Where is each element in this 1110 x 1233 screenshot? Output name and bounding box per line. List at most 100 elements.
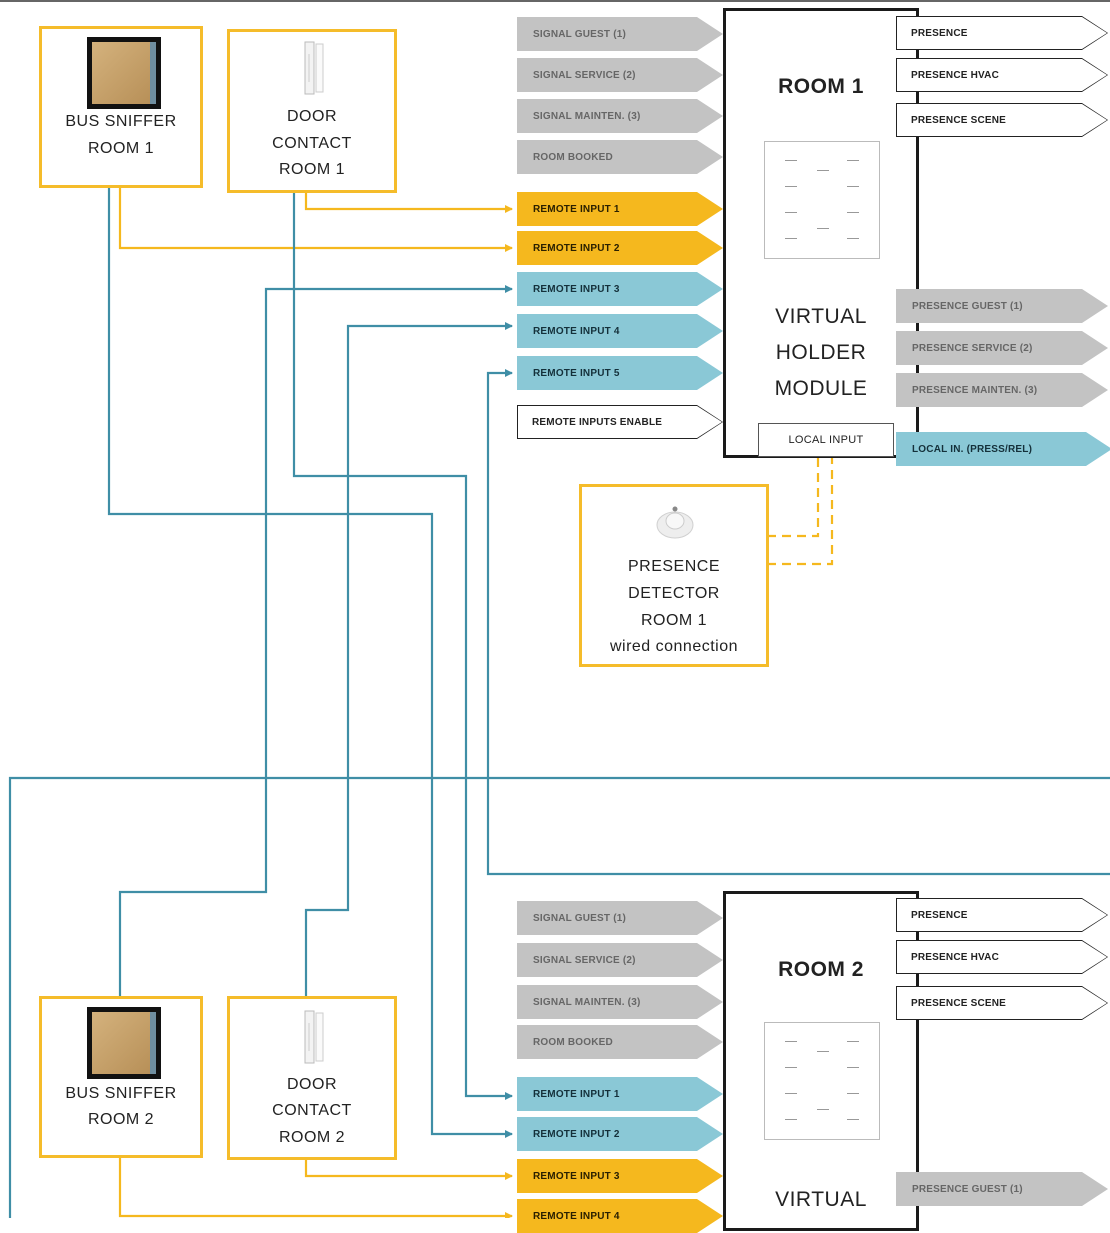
- door-contact-room1-label-2: CONTACT: [272, 135, 352, 152]
- room1-input-room-booked-arrow[interactable]: ROOM BOOKED: [517, 140, 723, 174]
- door-contact-room2-label-1: DOOR: [287, 1076, 337, 1093]
- room1-input-remote-input-2-arrow[interactable]: REMOTE INPUT 2: [517, 231, 723, 265]
- room2-output-presence-label: PRESENCE: [911, 909, 968, 921]
- bus-sniffer-room1-box[interactable]: BUS SNIFFER ROOM 1: [39, 26, 203, 188]
- room2-input-remote-input-1-label: REMOTE INPUT 1: [533, 1088, 620, 1100]
- room2-module-label-1: VIRTUAL: [775, 1188, 867, 1211]
- room2-input-signal-guest-1-arrow[interactable]: SIGNAL GUEST (1): [517, 901, 723, 935]
- wire-bus-sniffer-room1-to-remote-input-2: [118, 186, 513, 252]
- presence-detector-label-4: wired connection: [609, 638, 739, 655]
- room1-output-presence-label: PRESENCE: [911, 27, 968, 39]
- room2-output-presence-hvac-arrow[interactable]: PRESENCE HVAC: [896, 940, 1108, 974]
- room1-output-presence-mainten-3-label: PRESENCE MAINTEN. (3): [912, 384, 1038, 396]
- room1-input-remote-input-5-arrow[interactable]: REMOTE INPUT 5: [517, 356, 723, 390]
- door-contact-room1-label-3: ROOM 1: [278, 161, 346, 178]
- room2-output-presence-scene-arrow[interactable]: PRESENCE SCENE: [896, 986, 1108, 1020]
- room1-input-remote-input-4-arrow[interactable]: REMOTE INPUT 4: [517, 314, 723, 348]
- room1-input-signal-guest-1-label: SIGNAL GUEST (1): [533, 28, 627, 40]
- virtual-holder-module-room2[interactable]: ROOM 2 VIRTUAL: [723, 891, 919, 1231]
- room1-module-label-2: HOLDER: [775, 341, 867, 364]
- presence-detector-label-1: PRESENCE: [627, 558, 721, 575]
- room2-output-presence-guest-1-label: PRESENCE GUEST (1): [912, 1183, 1023, 1195]
- room1-input-signal-mainten-3-label: SIGNAL MAINTEN. (3): [533, 110, 641, 122]
- room1-input-remote-input-4-label: REMOTE INPUT 4: [533, 325, 620, 337]
- room1-keypad-panel: [764, 141, 880, 259]
- room1-input-remote-input-2-label: REMOTE INPUT 2: [533, 242, 620, 254]
- door-contact-room1-box[interactable]: DOOR CONTACT ROOM 1: [227, 29, 397, 193]
- bus-sniffer-device-icon: [87, 37, 161, 109]
- room1-input-remote-input-5-label: REMOTE INPUT 5: [533, 367, 620, 379]
- door-contact-sensor-icon: [303, 1009, 325, 1065]
- room1-output-presence-hvac-label: PRESENCE HVAC: [911, 69, 999, 81]
- wire-bus-sniffer-room2-to-remote-input-4: [118, 1158, 513, 1218]
- room2-input-signal-mainten-3-label: SIGNAL MAINTEN. (3): [533, 996, 641, 1008]
- room2-input-signal-service-2-label: SIGNAL SERVICE (2): [533, 954, 636, 966]
- wire-bus-sniffer-room2-to-room1-remote-input-3: [118, 285, 513, 996]
- room1-input-remote-input-3-label: REMOTE INPUT 3: [533, 283, 620, 295]
- room1-input-remote-inputs-enable-arrow[interactable]: REMOTE INPUTS ENABLE: [517, 405, 723, 439]
- room1-input-remote-input-1-label: REMOTE INPUT 1: [533, 203, 620, 215]
- bus-sniffer-device-icon: [87, 1007, 161, 1079]
- presence-detector-label-2: DETECTOR: [628, 585, 720, 602]
- presence-detector-room1-box[interactable]: PRESENCE DETECTOR ROOM 1 wired connectio…: [579, 484, 769, 667]
- room2-input-remote-input-3-label: REMOTE INPUT 3: [533, 1170, 620, 1182]
- bus-sniffer-room2-label-2: ROOM 2: [87, 1111, 155, 1128]
- room1-output-presence-guest-1-label: PRESENCE GUEST (1): [912, 300, 1023, 312]
- room1-local-input[interactable]: LOCAL INPUT: [758, 423, 894, 457]
- wire-room1-local-out-loop: [8, 776, 1110, 1218]
- virtual-holder-module-room1[interactable]: ROOM 1 VIRTUAL HOLDER MODULE LOCAL INPUT: [723, 8, 919, 458]
- room2-output-presence-scene-label: PRESENCE SCENE: [911, 997, 1007, 1009]
- room1-input-signal-service-2-arrow[interactable]: SIGNAL SERVICE (2): [517, 58, 723, 92]
- room1-output-presence-hvac-arrow[interactable]: PRESENCE HVAC: [896, 58, 1108, 92]
- room1-output-presence-guest-1-arrow[interactable]: PRESENCE GUEST (1): [896, 289, 1108, 323]
- wire-loop-to-room1-remote-input-5: [486, 369, 1110, 876]
- door-contact-room2-box[interactable]: DOOR CONTACT ROOM 2: [227, 996, 397, 1160]
- room1-output-presence-service-2-arrow[interactable]: PRESENCE SERVICE (2): [896, 331, 1108, 365]
- room2-input-remote-input-3-arrow[interactable]: REMOTE INPUT 3: [517, 1159, 723, 1193]
- room2-input-remote-input-2-label: REMOTE INPUT 2: [533, 1128, 620, 1140]
- wire-presence-detector-dashed-2: [767, 457, 834, 566]
- room2-title: ROOM 2: [778, 958, 864, 981]
- wire-door-contact-room2-to-room1-remote-input-4: [304, 322, 513, 996]
- room1-output-presence-scene-arrow[interactable]: PRESENCE SCENE: [896, 103, 1108, 137]
- room2-input-signal-mainten-3-arrow[interactable]: SIGNAL MAINTEN. (3): [517, 985, 723, 1019]
- room2-output-presence-hvac-label: PRESENCE HVAC: [911, 951, 999, 963]
- room1-output-local-in-press-rel-label: LOCAL IN. (PRESS/REL): [912, 443, 1033, 455]
- room1-input-remote-input-1-arrow[interactable]: REMOTE INPUT 1: [517, 192, 723, 226]
- door-contact-room2-label-3: ROOM 2: [278, 1129, 346, 1146]
- room2-output-presence-guest-1-arrow[interactable]: PRESENCE GUEST (1): [896, 1172, 1108, 1206]
- room2-input-remote-input-2-arrow[interactable]: REMOTE INPUT 2: [517, 1117, 723, 1151]
- room1-output-presence-arrow[interactable]: PRESENCE: [896, 16, 1108, 50]
- bus-sniffer-room2-label-1: BUS SNIFFER: [65, 1085, 177, 1102]
- room2-output-presence-arrow[interactable]: PRESENCE: [896, 898, 1108, 932]
- wire-presence-detector-dashed-1: [767, 457, 820, 538]
- room1-module-label-1: VIRTUAL: [775, 305, 867, 328]
- presence-detector-sensor-icon: [654, 501, 696, 541]
- room2-input-signal-service-2-arrow[interactable]: SIGNAL SERVICE (2): [517, 943, 723, 977]
- wire-door-contact-room1-to-remote-input-1: [304, 190, 513, 213]
- wire-door-contact-room1-to-room2-remote-input-1: [292, 192, 513, 1100]
- room1-module-label-3: MODULE: [774, 377, 868, 400]
- room1-input-signal-guest-1-arrow[interactable]: SIGNAL GUEST (1): [517, 17, 723, 51]
- bus-sniffer-room2-box[interactable]: BUS SNIFFER ROOM 2: [39, 996, 203, 1158]
- room1-output-presence-scene-label: PRESENCE SCENE: [911, 114, 1007, 126]
- room2-input-remote-input-4-arrow[interactable]: REMOTE INPUT 4: [517, 1199, 723, 1233]
- room1-input-remote-input-3-arrow[interactable]: REMOTE INPUT 3: [517, 272, 723, 306]
- room1-title: ROOM 1: [778, 75, 864, 98]
- wire-bus-sniffer-room1-to-room2-remote-input-2: [107, 186, 513, 1138]
- room1-output-presence-service-2-label: PRESENCE SERVICE (2): [912, 342, 1033, 354]
- room1-input-room-booked-label: ROOM BOOKED: [533, 151, 613, 163]
- bus-sniffer-room1-label-2: ROOM 1: [87, 140, 155, 157]
- room2-keypad-panel: [764, 1022, 880, 1140]
- room1-input-signal-mainten-3-arrow[interactable]: SIGNAL MAINTEN. (3): [517, 99, 723, 133]
- room2-input-room-booked-arrow[interactable]: ROOM BOOKED: [517, 1025, 723, 1059]
- room2-input-signal-guest-1-label: SIGNAL GUEST (1): [533, 912, 627, 924]
- room1-input-signal-service-2-label: SIGNAL SERVICE (2): [533, 69, 636, 81]
- room2-input-room-booked-label: ROOM BOOKED: [533, 1036, 613, 1048]
- wire-door-contact-room2-to-remote-input-3: [304, 1160, 513, 1180]
- room2-input-remote-input-4-label: REMOTE INPUT 4: [533, 1210, 620, 1222]
- room1-output-local-in-press-rel-arrow[interactable]: LOCAL IN. (PRESS/REL): [896, 432, 1110, 466]
- room1-output-presence-mainten-3-arrow[interactable]: PRESENCE MAINTEN. (3): [896, 373, 1108, 407]
- room2-input-remote-input-1-arrow[interactable]: REMOTE INPUT 1: [517, 1077, 723, 1111]
- room1-input-remote-inputs-enable-label: REMOTE INPUTS ENABLE: [532, 416, 663, 428]
